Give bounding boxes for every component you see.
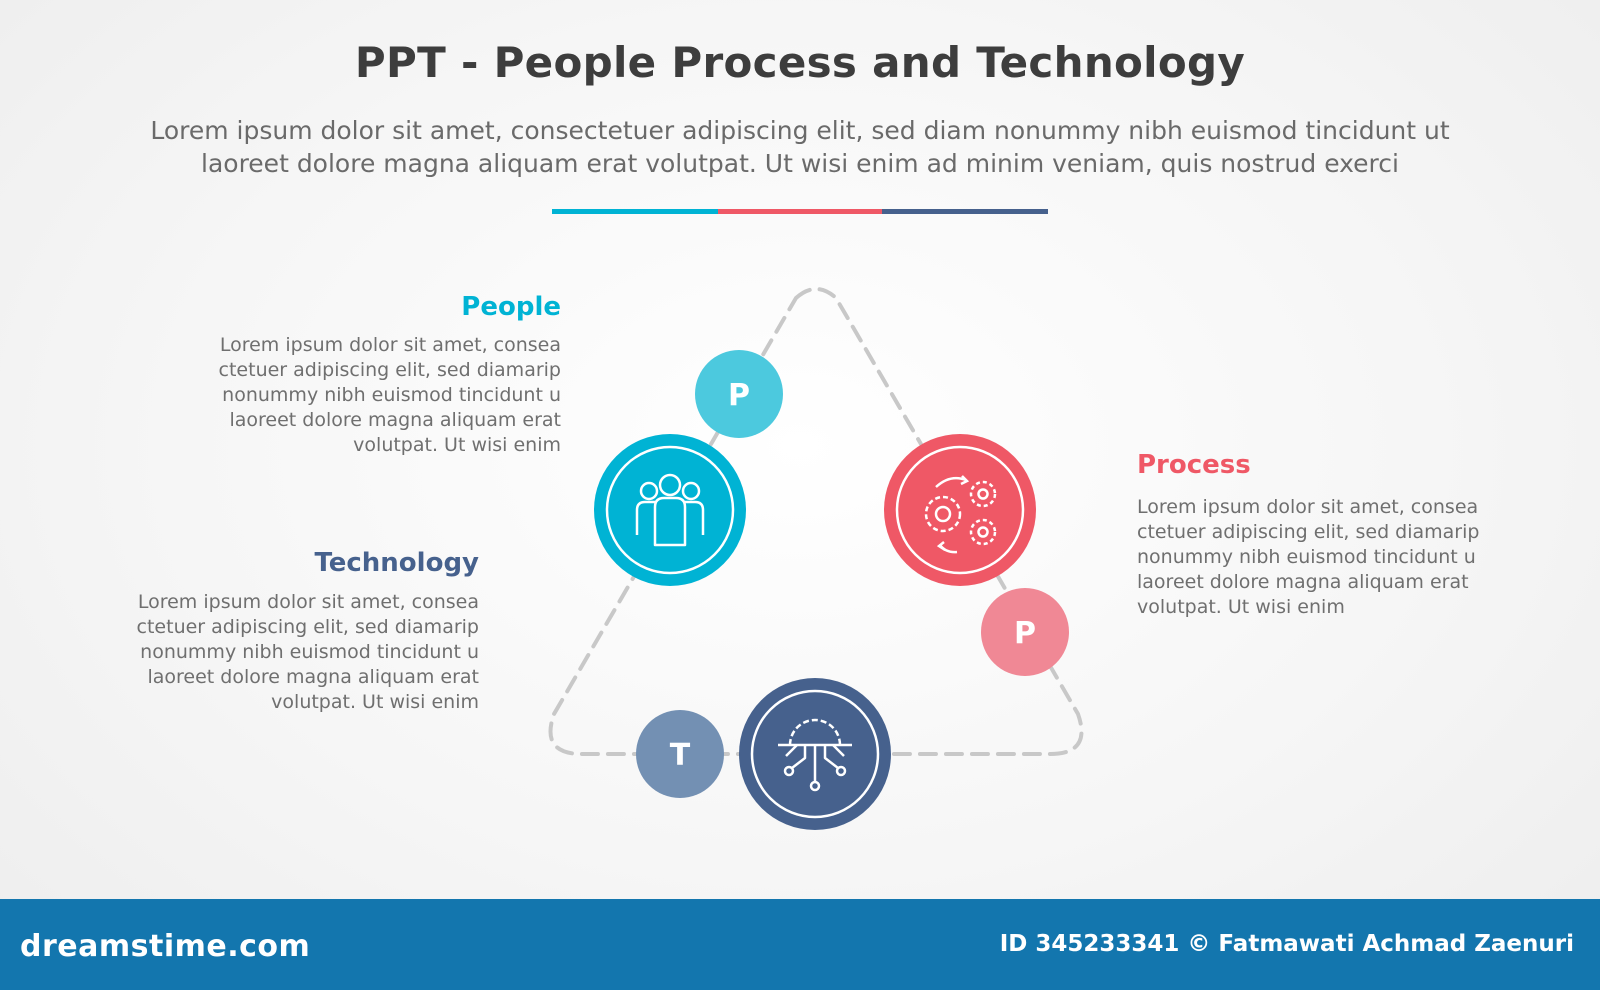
dashed-triangle-outline bbox=[548, 287, 1084, 756]
people-badge: P bbox=[695, 350, 783, 438]
divider-technology bbox=[882, 209, 1048, 214]
technology-text-line: volutpat. Ut wisi enim bbox=[271, 691, 479, 713]
process-text-line: laoreet dolore magna aliquam erat bbox=[1137, 571, 1469, 593]
technology-badge: T bbox=[636, 710, 724, 798]
technology-heading: Technology bbox=[314, 548, 479, 578]
technology-node bbox=[739, 678, 891, 830]
technology-text-line: Lorem ipsum dolor sit amet, consea bbox=[137, 591, 479, 613]
technology-text-line: ctetuer adipiscing elit, sed diamarip bbox=[136, 616, 479, 638]
process-text-line: ctetuer adipiscing elit, sed diamarip bbox=[1137, 521, 1480, 543]
people-group-icon bbox=[635, 473, 705, 547]
people-node bbox=[594, 434, 746, 586]
divider-people bbox=[552, 209, 718, 214]
people-description: Lorem ipsum dolor sit amet, consea ctetu… bbox=[160, 333, 561, 458]
people-text-line: ctetuer adipiscing elit, sed diamarip bbox=[218, 359, 561, 381]
technology-badge-letter: T bbox=[670, 738, 691, 773]
technology-description: Lorem ipsum dolor sit amet, consea ctetu… bbox=[80, 590, 479, 715]
subtitle-line: Lorem ipsum dolor sit amet, consectetuer… bbox=[150, 116, 1450, 145]
people-badge-letter: P bbox=[728, 378, 750, 413]
circuit-gear-icon bbox=[778, 718, 852, 792]
process-description: Lorem ipsum dolor sit amet, consea ctetu… bbox=[1137, 495, 1557, 620]
process-badge: P bbox=[981, 588, 1069, 676]
footer-brand[interactable]: dreamstime.com bbox=[20, 929, 311, 964]
technology-text-line: nonummy nibh euismod tincidunt u bbox=[140, 641, 479, 663]
people-text-line: laoreet dolore magna aliquam erat bbox=[229, 409, 561, 431]
divider-process bbox=[718, 209, 882, 214]
subtitle-line: laoreet dolore magna aliquam erat volutp… bbox=[201, 149, 1399, 178]
page-subtitle: Lorem ipsum dolor sit amet, consectetuer… bbox=[120, 114, 1480, 180]
technology-text-line: laoreet dolore magna aliquam erat bbox=[147, 666, 479, 688]
page-title: PPT - People Process and Technology bbox=[354, 38, 1246, 87]
process-badge-letter: P bbox=[1014, 616, 1036, 651]
process-node bbox=[884, 434, 1036, 586]
footer-credit: ID 345233341 © Fatmawati Achmad Zaenuri bbox=[999, 931, 1574, 957]
gears-cycle-icon bbox=[924, 475, 997, 554]
people-text-line: nonummy nibh euismod tincidunt u bbox=[222, 384, 561, 406]
process-text-line: nonummy nibh euismod tincidunt u bbox=[1137, 546, 1476, 568]
footer-bar: dreamstime.com ID 345233341 © Fatmawati … bbox=[0, 899, 1600, 990]
people-heading: People bbox=[461, 292, 561, 322]
process-text-line: Lorem ipsum dolor sit amet, consea bbox=[1137, 496, 1479, 518]
triangle-cycle-diagram: P P bbox=[548, 287, 1084, 830]
process-heading: Process bbox=[1137, 450, 1251, 480]
process-text-line: volutpat. Ut wisi enim bbox=[1137, 596, 1345, 618]
people-text-line: volutpat. Ut wisi enim bbox=[353, 434, 561, 456]
people-text-line: Lorem ipsum dolor sit amet, consea bbox=[219, 334, 561, 356]
